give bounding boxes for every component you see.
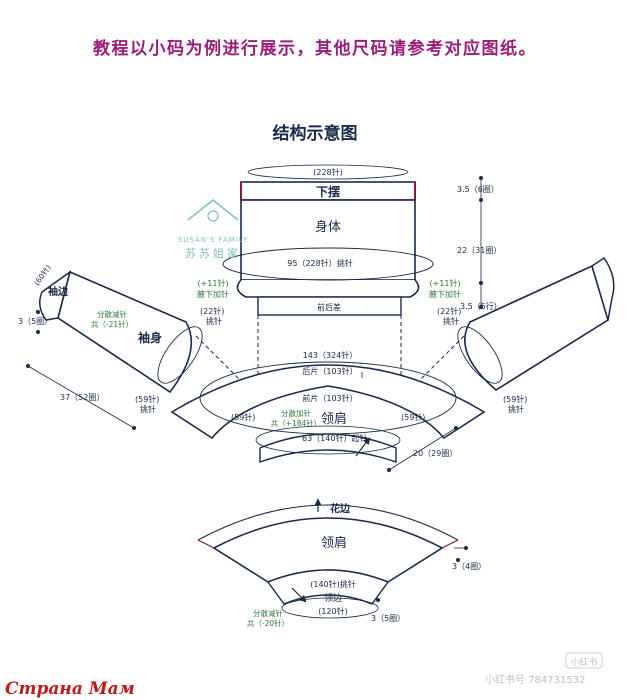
neck-decrease-line1: 分散减针	[253, 608, 283, 618]
yoke-increase-line1: 分散加针	[281, 408, 311, 418]
yoke-inner-loop	[255, 425, 401, 455]
yoke-piece	[170, 361, 486, 472]
left-cuff-height: 3（5圈）	[18, 317, 52, 326]
body-bottom-curve	[236, 279, 420, 298]
body-width-label: 95（228针）挑针	[287, 258, 352, 268]
instruction-banner: 教程以小码为例进行展示，其他尺码请参考对应图纸。	[0, 0, 630, 74]
left-sleeve-top-loop	[157, 326, 203, 384]
bottom-height: 3.5（5行）	[460, 301, 502, 311]
collar-label: 领肩	[321, 535, 347, 551]
collar-outer	[197, 504, 459, 541]
right-sleeve-top-loop	[457, 326, 503, 384]
left-sleeve-length: 37（52圈）	[60, 393, 104, 402]
left-decrease-line1: 分散减针	[97, 309, 127, 319]
diagram-title: 结构示意图	[273, 123, 358, 144]
body-label: 身体	[315, 219, 341, 235]
left-cuff	[39, 270, 72, 321]
underarm-right-line1: (+11针)	[429, 278, 460, 288]
yoke-label: 领肩	[321, 411, 347, 427]
right-sleeve-body	[463, 264, 609, 391]
neck-loop	[281, 597, 379, 619]
neck-stitches: (120针)	[318, 606, 348, 616]
logo-chinese-text: 苏苏姐家	[185, 246, 241, 260]
underarm-left-line1: (+11针)	[197, 278, 228, 288]
left-sleeve-piece	[26, 270, 241, 430]
strana-mam-watermark: Страна Мам	[5, 679, 135, 699]
body-piece	[222, 164, 434, 388]
right-cuff	[591, 256, 615, 321]
body-height-dimension	[479, 176, 483, 309]
left-sleeve-label: 袖身	[138, 330, 162, 345]
right-sleeve-side-stitches: (59针)	[503, 394, 527, 404]
right-sleeve-top-stitches: (22针)	[437, 306, 461, 316]
left-sleeve-body	[57, 270, 193, 394]
right-sleeve-piece	[419, 256, 615, 391]
neck-pick-arrow	[291, 587, 307, 603]
hem-label: 下摆	[316, 184, 340, 199]
body-top-stitches: (228针)	[313, 167, 343, 177]
yoke-cast-on: 63（140针）起针	[302, 433, 367, 443]
susan-family-logo: SUSAN'S FAMILY 苏苏姐家	[178, 199, 248, 260]
hem-height: 3.5（6圈）	[457, 185, 499, 194]
left-sleeve-side-stitches: (59针)	[135, 394, 159, 404]
yoke-left-side: (59针)	[231, 412, 255, 422]
yoke-depth-line	[388, 427, 457, 471]
right-sleeve-dash	[419, 335, 465, 381]
neck-band	[266, 569, 390, 605]
left-sleeve-side-pick: 挑针	[140, 404, 156, 414]
collar-right-height: 3（4圈）	[452, 562, 486, 571]
neck-label: 领边	[324, 592, 342, 604]
collar-piece	[197, 498, 468, 619]
yoke-back-label: 后片（103针）	[302, 366, 357, 376]
body-height: 22（31圈）	[457, 246, 501, 255]
banner-text: 教程以小码为例进行展示，其他尺码请参考对应图纸。	[93, 39, 537, 59]
right-sleeve-top-pick: 挑针	[443, 316, 459, 326]
yoke-outer-label: 143（324针）	[303, 350, 358, 360]
left-sleeve-top-stitches: (22针)	[200, 306, 224, 316]
neck-decrease-line2: 共（-20针）	[247, 618, 289, 628]
front-back-band	[257, 296, 402, 316]
front-back-label: 前后差	[317, 302, 341, 312]
yoke-outer-loop	[199, 361, 457, 435]
left-sleeve-length-line	[27, 365, 135, 429]
cast-on-arrow	[355, 437, 371, 457]
neck-height: 3（5圈）	[371, 614, 405, 623]
body-rect	[240, 199, 416, 281]
yoke-right-side: (59针)	[401, 412, 425, 422]
xiaohongshu-id: 小红书号 784731532	[485, 673, 585, 686]
underarm-right-line2: 腋下加针	[429, 289, 461, 299]
logo-yarn-icon	[207, 210, 219, 222]
hem-loop	[247, 164, 409, 180]
left-cuff-stitches: (60针)	[31, 263, 52, 288]
yoke-depth: 20（29圈）	[413, 449, 457, 458]
xiaohongshu-badge-box	[565, 652, 603, 669]
left-decrease-line2: 共（-21针）	[91, 319, 133, 329]
left-cuff-label: 袖边	[47, 285, 69, 298]
logo-house-icon	[187, 199, 239, 221]
left-sleeve-dash	[195, 335, 241, 381]
yoke-shape	[170, 364, 486, 440]
collar-pick-label: (140针)挑针	[310, 579, 356, 589]
body-width-loop	[222, 247, 434, 281]
yoke-increase-line2: 共（+184针）	[271, 418, 322, 428]
logo-family-text: SUSAN'S FAMILY	[178, 236, 248, 244]
underarm-left-line2: 腋下加针	[197, 289, 229, 299]
yoke-front-label: 前片（103针）	[302, 393, 357, 403]
left-sleeve-top-pick: 挑针	[206, 316, 222, 326]
right-sleeve-side-pick: 挑针	[508, 404, 524, 414]
xiaohongshu-badge: 小红书	[570, 656, 597, 668]
collar-edge-label: 花边	[330, 502, 351, 515]
yoke-neck-edge	[259, 433, 397, 463]
